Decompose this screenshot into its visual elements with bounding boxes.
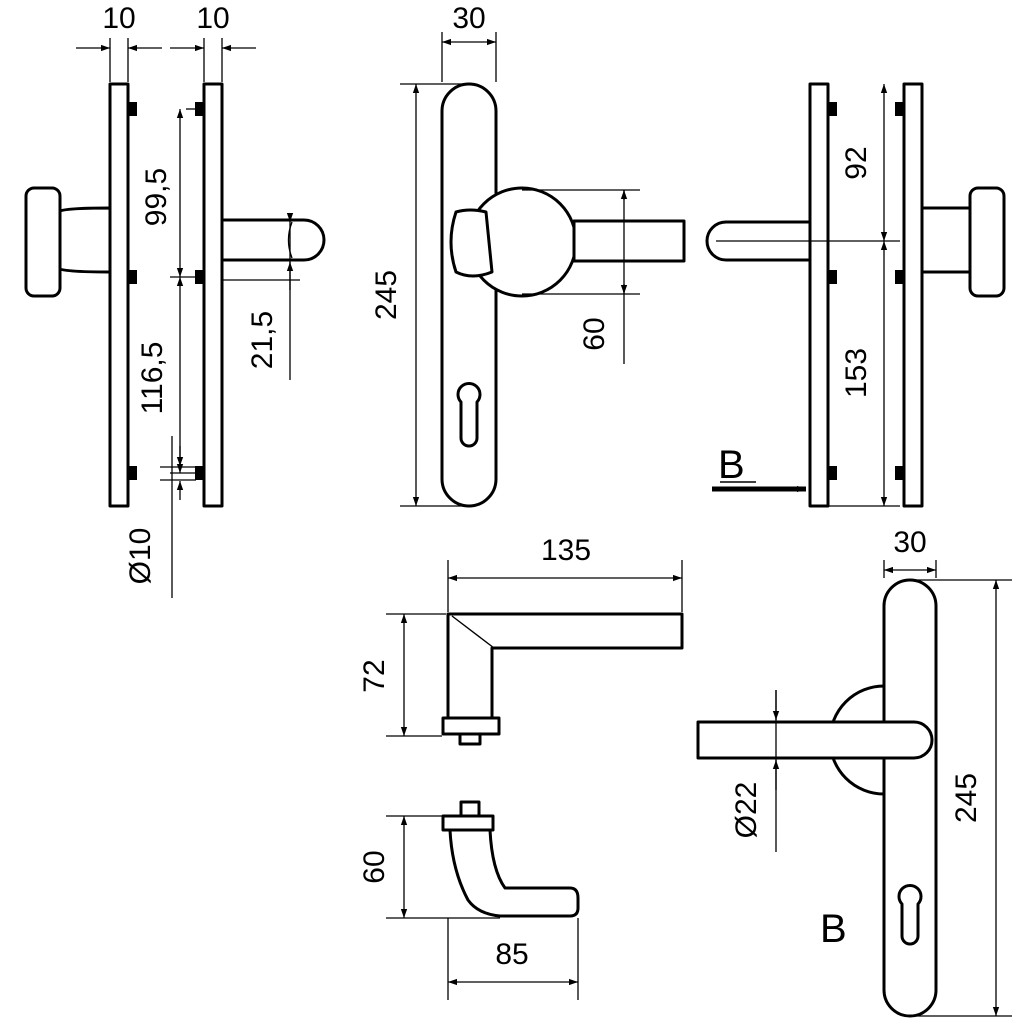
lever2-base [441,814,495,832]
view-lever-side: 60 85 [358,800,580,1000]
dim-screw-diameter: Ø10 [124,528,157,585]
knob-neck [56,206,112,274]
dim-lever2-length: 85 [495,938,528,971]
dim-plate-height-top: 245 [370,270,403,320]
view-front-rose: 30 245 60 [370,2,686,508]
stud [195,270,204,284]
dim-grip-diameter: Ø22 [730,782,763,839]
lever-base [441,716,501,736]
view-b-keyhole [897,884,923,946]
inner-plate [202,82,224,508]
dim-width-a: 10 [102,2,135,35]
dim-rose-height: 60 [578,317,611,350]
back-knob-head [968,186,1006,298]
dim-lever2-height: 60 [358,850,391,883]
dim-plate-width-bottom: 30 [893,526,926,559]
back-inner-plate [902,82,924,508]
front-plate [440,82,498,508]
stud [128,102,137,116]
lever-bar [572,219,686,263]
stud [128,466,137,480]
stud [195,102,204,116]
lever-spindle [458,732,482,746]
lever-tube [220,218,326,262]
keyhole [456,382,482,448]
dim-upper-spacing: 99,5 [140,168,173,226]
stud [195,466,204,480]
view-b-lever [696,720,934,760]
dim-upper-back-spacing: 92 [840,146,873,179]
rose-collar [449,208,494,278]
lever-end-line [287,221,293,259]
dim-width-b: 10 [196,2,229,35]
dim-lever-height: 72 [358,659,391,692]
lever2-grip [448,828,580,918]
lever-profile [446,612,684,720]
view-b-plate [882,578,938,1018]
dim-lever-diameter: 21,5 [246,311,279,369]
view-side-knob: 10 10 99,5 116,5 21,5 Ø10 [24,2,326,598]
outer-plate [108,82,130,508]
dim-lower-spacing: 116,5 [136,342,169,415]
knob-head [24,186,62,298]
dim-plate-height-bottom: 245 [950,773,983,823]
back-outer-plate [808,82,830,508]
view-side-back: 92 153 B [705,82,1006,508]
view-b: B 30 245 Ø22 [696,526,1012,1018]
lever2-spindle [459,800,481,818]
stud [128,270,137,284]
view-b-label: B [820,907,847,951]
dim-plate-width-top: 30 [452,2,485,35]
view-arrow-label: B [718,443,745,487]
view-lever-top: 135 72 [358,534,684,746]
dim-lower-back-spacing: 153 [840,348,873,398]
dim-lever-length: 135 [541,534,591,567]
